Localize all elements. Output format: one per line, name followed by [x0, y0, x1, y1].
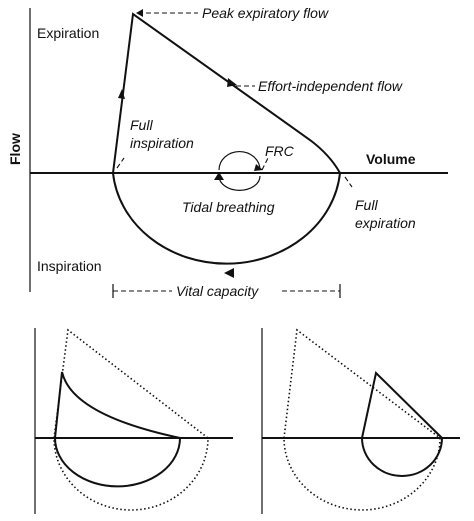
- full-expiration-leader: [344, 176, 353, 188]
- expiratory-limb: [112, 12, 341, 174]
- peak-flow-leader-arrow: [136, 9, 143, 17]
- tidal-arrow-right: [254, 164, 263, 171]
- full-inspiration-label-line1: Full: [130, 117, 153, 133]
- frc-label: FRC: [265, 143, 295, 159]
- volume-axis-label: Volume: [366, 151, 416, 167]
- tidal-breathing-loop-top: [218, 150, 261, 171]
- peak-expiratory-flow-label: Peak expiratory flow: [202, 5, 329, 21]
- tidal-breathing-label: Tidal breathing: [182, 199, 275, 215]
- main-flow-volume-loop: Expiration Inspiration Flow Volume Peak …: [7, 5, 448, 299]
- bl-reference-loop: [53, 328, 209, 511]
- restrictive-pattern-diagram: [261, 328, 460, 514]
- inspiratory-limb: [112, 172, 341, 265]
- br-reference-loop: [283, 328, 441, 511]
- inspiration-label: Inspiration: [37, 258, 102, 274]
- obstructive-pattern-diagram: [34, 328, 233, 514]
- full-inspiration-leader: [116, 157, 125, 169]
- full-inspiration-label-line2: inspiration: [130, 135, 194, 151]
- effort-independent-flow-label: Effort-independent flow: [258, 78, 403, 94]
- vital-capacity-label: Vital capacity: [176, 283, 259, 299]
- arrow-up-on-expiratory-rise: [118, 89, 125, 99]
- full-expiration-label-line2: expiration: [355, 215, 416, 231]
- arrow-left-on-inspiratory-limb: [224, 268, 234, 278]
- expiration-label: Expiration: [37, 25, 99, 41]
- arrow-down-on-effort-independent: [227, 78, 237, 87]
- flow-axis-label: Flow: [7, 133, 23, 165]
- bl-obstructive-expiratory: [54, 371, 181, 439]
- br-restrictive-inspiratory: [361, 437, 443, 477]
- frc-leader: [261, 157, 269, 171]
- full-expiration-label-line1: Full: [355, 197, 378, 213]
- tidal-breathing-loop-bottom: [218, 175, 261, 191]
- br-restrictive-expiratory: [361, 371, 443, 439]
- tidal-arrow-up: [214, 172, 224, 180]
- bl-obstructive-inspiratory: [54, 437, 181, 488]
